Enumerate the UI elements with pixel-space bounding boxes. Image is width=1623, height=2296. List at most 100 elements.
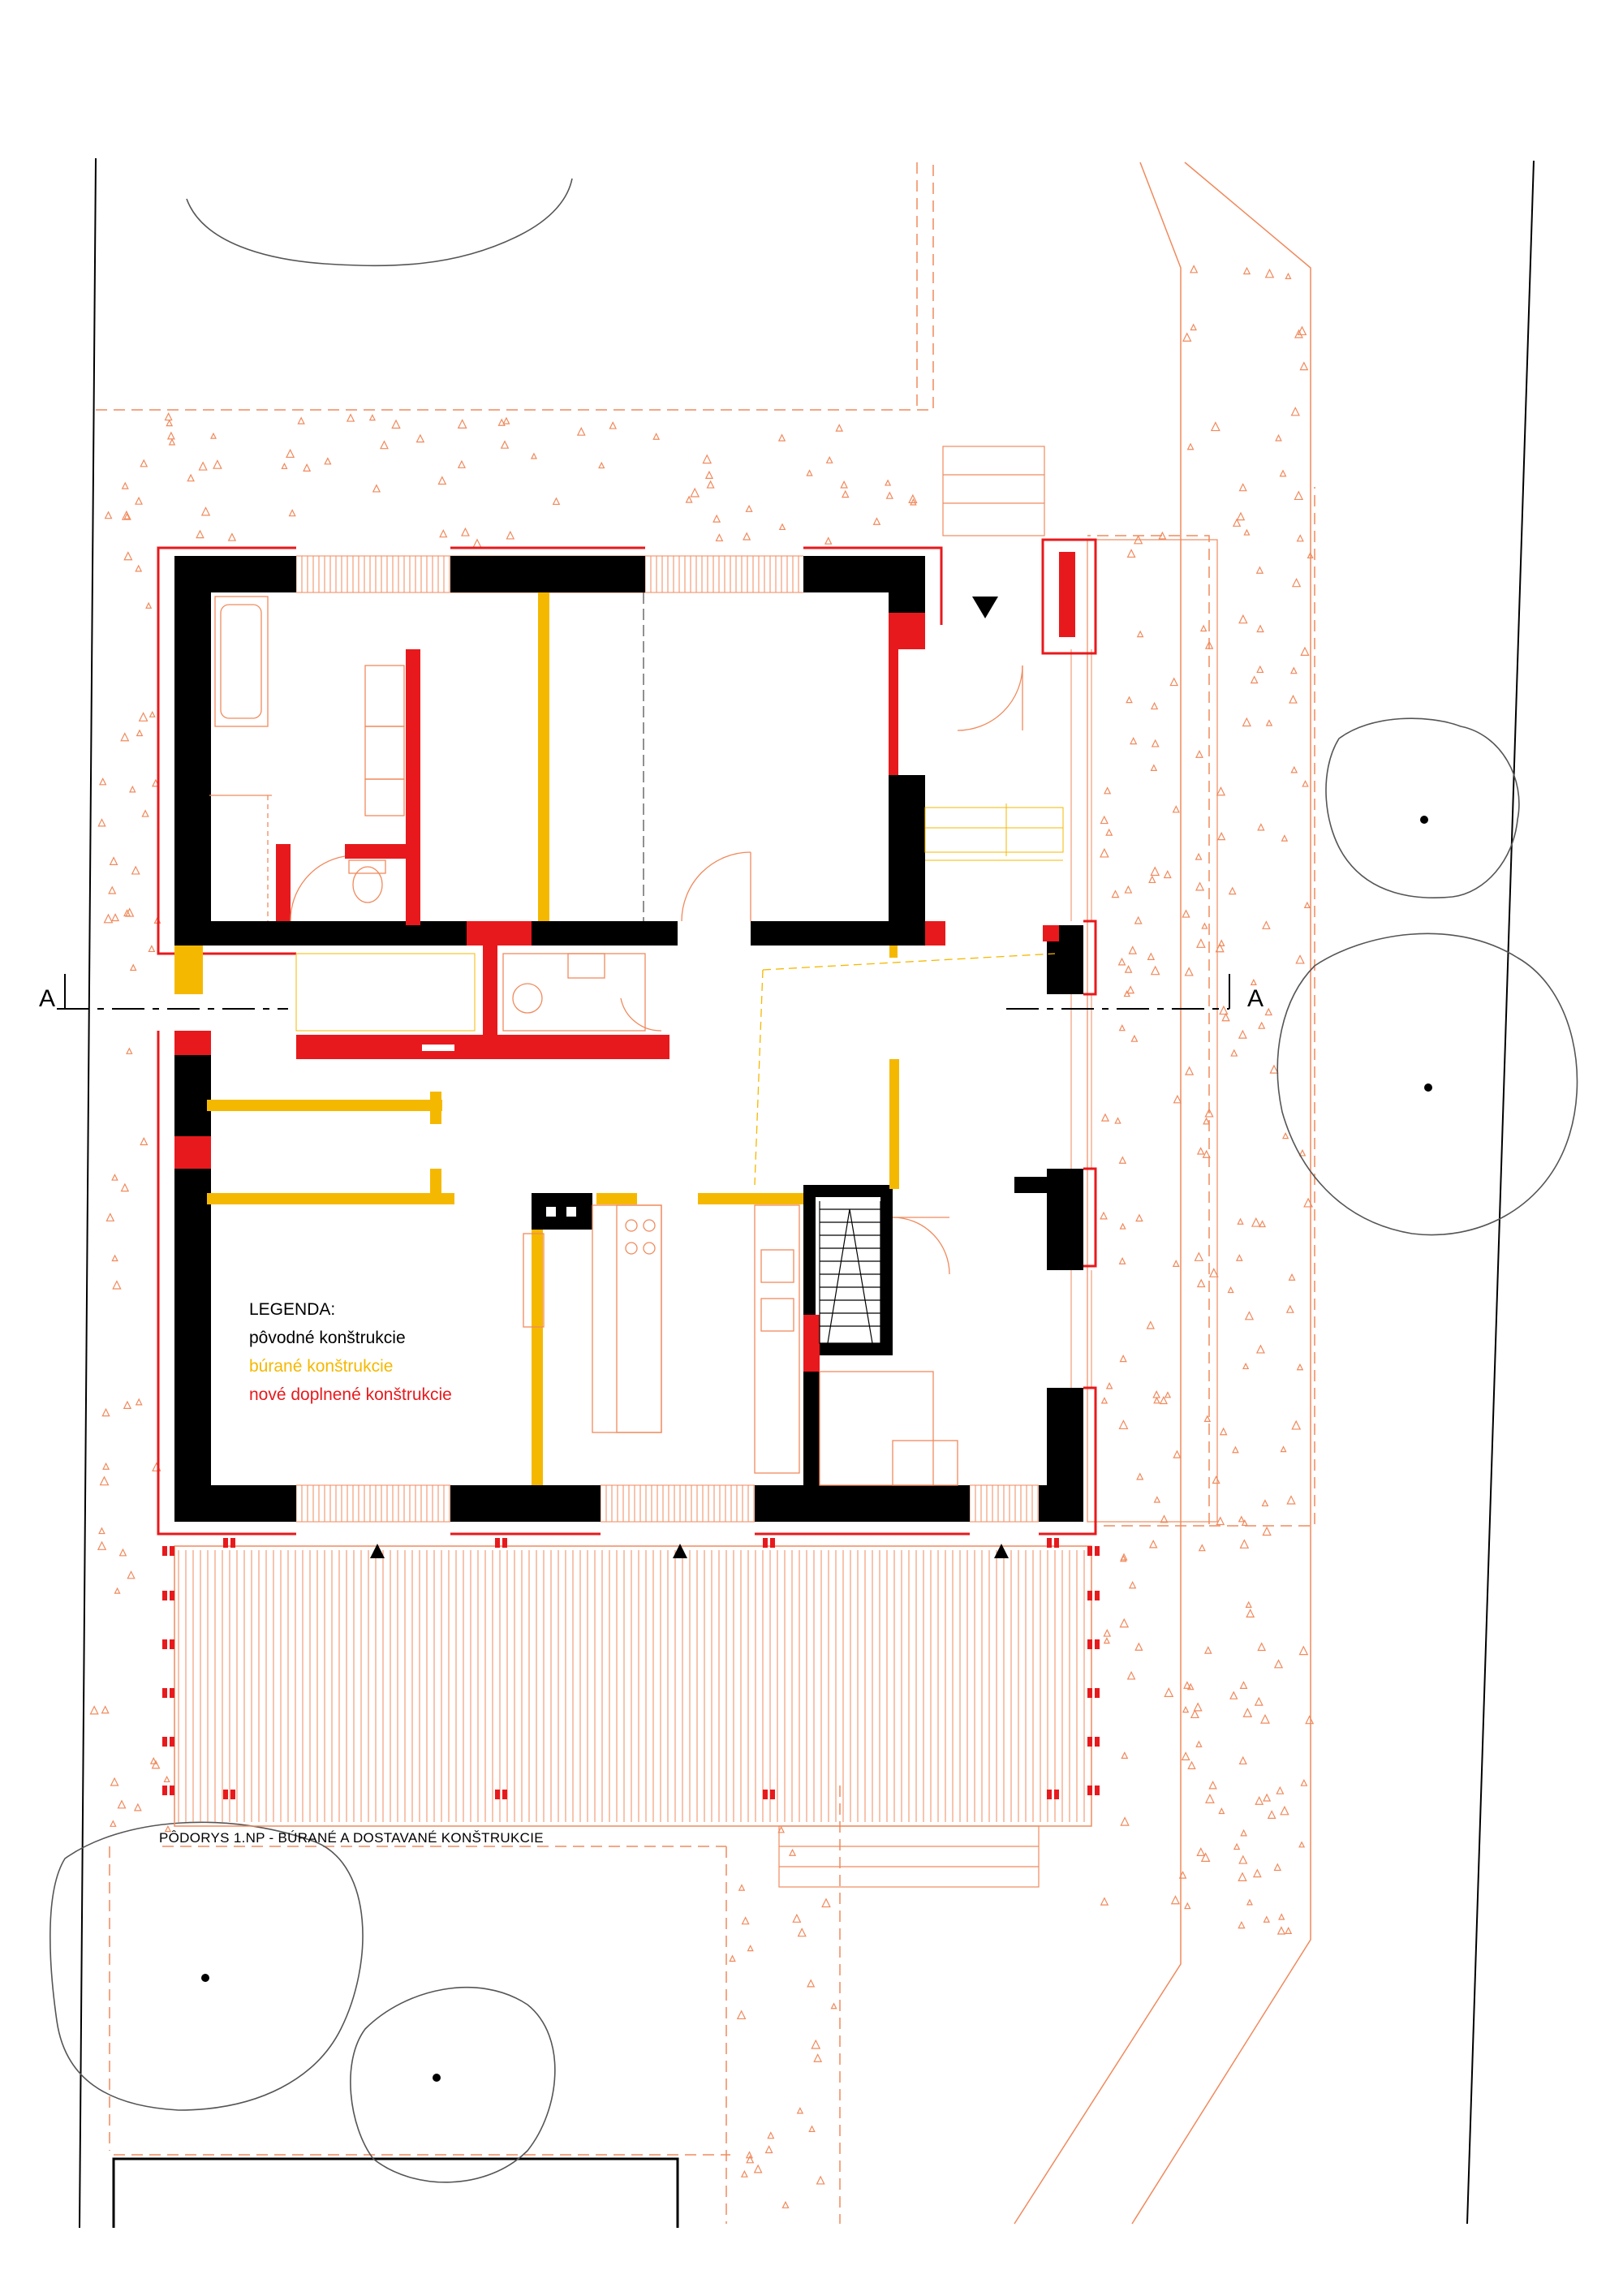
gravel-mark [1182,332,1192,342]
gravel-mark [1121,1751,1129,1759]
gravel-mark [842,489,850,498]
gravel-mark [187,473,195,482]
gravel-mark [1124,965,1133,973]
gravel-mark [1186,1682,1195,1691]
gravel-mark [286,448,295,459]
gravel-mark [1217,831,1226,841]
gravel-hatch [89,265,1315,2208]
gravel-mark [110,1820,117,1827]
deck-post [170,1546,174,1556]
gravel-mark [1195,852,1203,860]
gravel-mark [1114,1117,1121,1124]
gravel-mark [200,506,211,516]
gravel-mark [1305,1715,1315,1725]
deck-post [770,1790,775,1799]
gravel-mark [111,913,120,922]
tree-bottom-center [350,1986,556,2183]
gravel-mark [1275,433,1282,442]
gravel-mark [101,1407,110,1417]
gravel-mark [1227,1286,1234,1294]
gravel-mark [1124,885,1133,894]
gravel-mark [1126,985,1135,994]
gravel-mark [552,497,561,506]
gravel-mark [1263,1915,1270,1923]
gravel-mark [807,1979,816,1988]
gravel-mark [1273,1659,1284,1669]
gravel-mark [1198,1544,1206,1552]
gravel-mark [1196,1847,1206,1856]
gravel-mark [1298,1148,1307,1157]
gravel-mark [1169,677,1179,687]
access-path-lines [1014,162,1311,2225]
gravel-mark [164,1824,172,1833]
gravel-mark [1148,1539,1158,1549]
deck-post [230,1790,235,1799]
gravel-mark [1150,764,1158,771]
legend-item-new: nové doplnené konštrukcie [249,1385,452,1404]
gravel-mark [813,2053,823,2062]
gravel-mark [824,536,833,545]
deck-post [1047,1790,1052,1799]
gravel-mark [1276,1786,1285,1794]
gravel-mark [1257,1642,1267,1652]
gravel-mark [1152,1389,1160,1398]
gravel-mark [1267,1810,1276,1819]
gravel-mark [1219,1427,1228,1436]
deck-post [162,1591,167,1600]
gravel-mark [123,909,131,917]
gravel-mark [1261,1499,1269,1507]
new-wall-openings [422,1045,454,1051]
gravel-mark [778,523,786,531]
gravel-mark [1243,528,1251,536]
gravel-mark [1103,1629,1112,1637]
gravel-mark [1216,1516,1225,1526]
deck-post [1087,1639,1092,1649]
deck-post [162,1688,167,1698]
gravel-mark [1291,577,1302,588]
gravel-mark [1146,1320,1155,1329]
gravel-mark [792,1913,802,1923]
gravel-mark [1163,870,1172,879]
gravel-mark [740,2169,748,2178]
gravel-mark [753,2164,763,2173]
deck-post [170,1737,174,1747]
gravel-mark [1298,1841,1306,1848]
legend-item-original: pôvodné konštrukcie [249,1329,406,1347]
gravel-mark [1286,1495,1296,1505]
gravel-mark [461,527,470,536]
gravel-mark [129,963,137,971]
gravel-mark [1100,1211,1108,1220]
gravel-mark [457,419,467,429]
dashed-site-lines [96,162,1315,2224]
gravel-mark [288,509,296,517]
gravel-mark [1119,1222,1126,1230]
gravel-mark [1128,1580,1137,1589]
gravel-mark [166,431,175,440]
gravel-mark [1279,469,1287,477]
gravel-mark [872,517,881,525]
gravel-mark [745,504,753,512]
tree-right-1 [1325,717,1520,898]
gravel-mark [1103,1637,1110,1644]
tree-centers [201,816,1432,2082]
gravel-mark [1238,1854,1248,1864]
deck-post [1095,1546,1100,1556]
terrace-posts [162,1538,1100,1799]
gravel-mark [821,1898,831,1908]
deck-post [1054,1538,1059,1548]
gravel-mark [1173,1450,1182,1458]
gravel-mark [1100,1897,1109,1906]
gravel-mark [1126,1670,1136,1680]
gravel-mark [1289,666,1298,674]
gravel-mark [104,510,113,519]
gravel-mark [1178,1871,1187,1879]
gravel-mark [1203,1646,1212,1654]
gravel-mark [685,495,693,503]
section-label-left: A [39,985,55,1012]
gravel-mark [1136,630,1144,638]
gravel-mark [1260,1713,1270,1724]
deck-post [1095,1786,1100,1795]
gravel-mark [1119,1354,1127,1363]
gravel-mark [1280,1445,1287,1453]
